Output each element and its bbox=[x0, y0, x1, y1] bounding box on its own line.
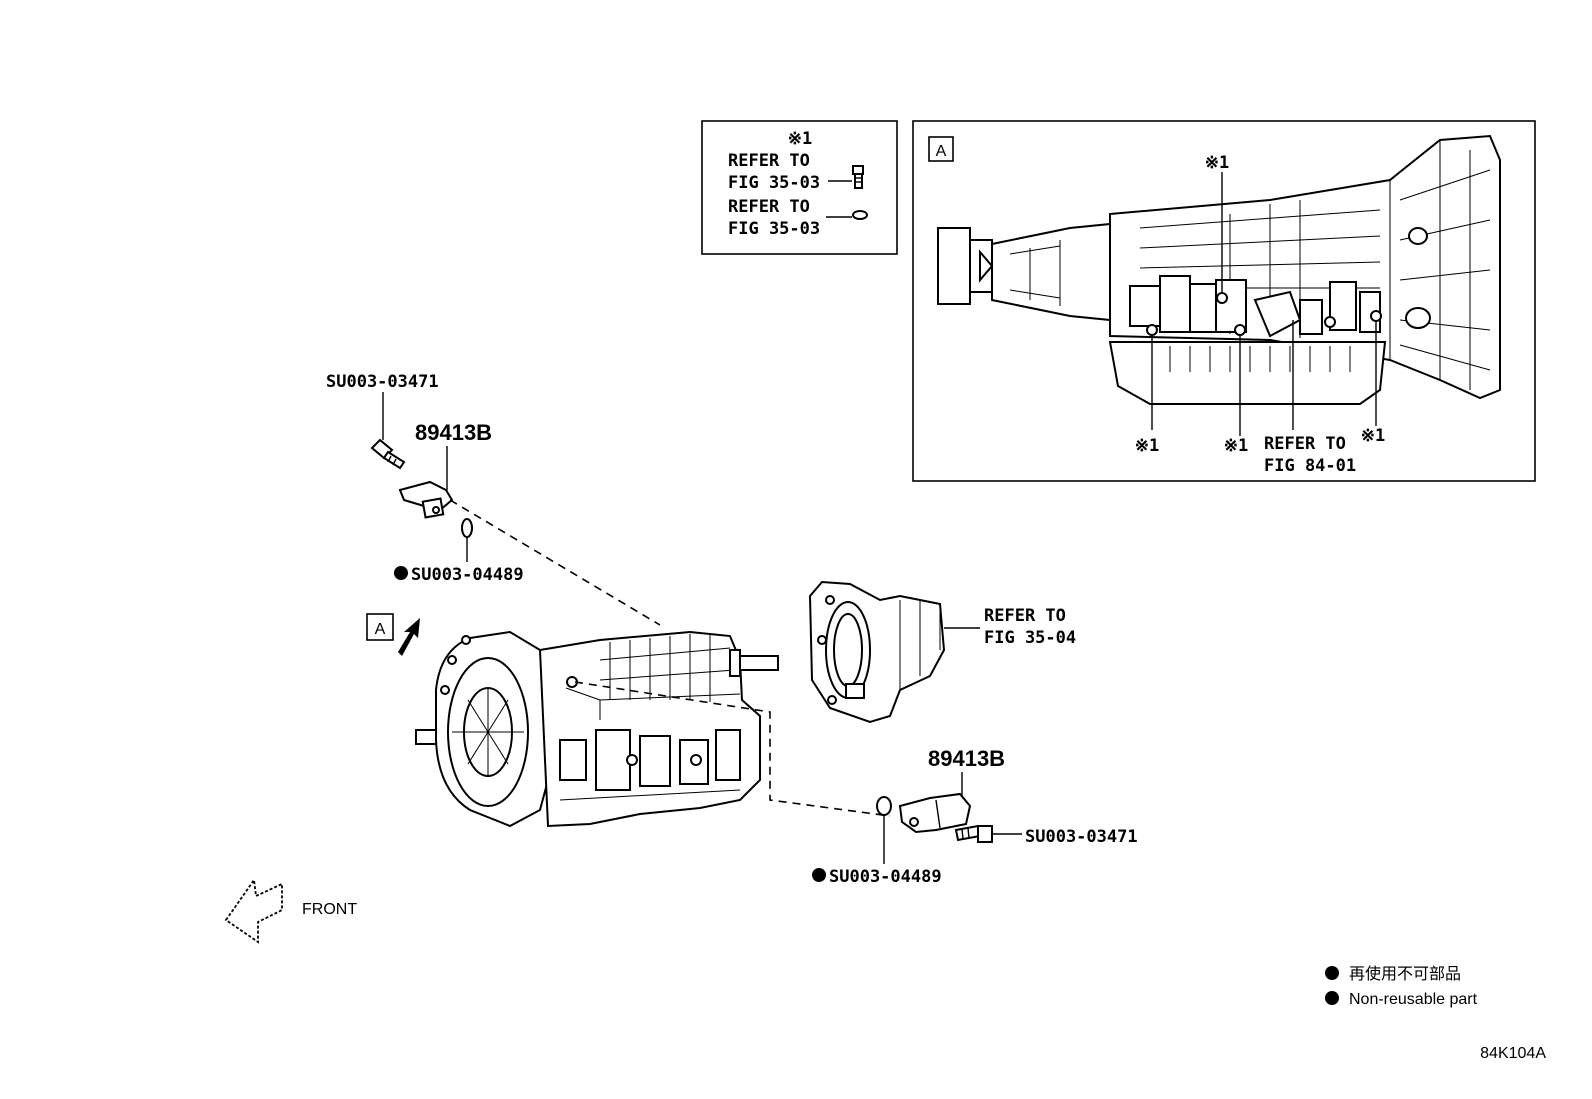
speed-sensor-top-icon bbox=[398, 480, 454, 519]
view-a-letter: A bbox=[375, 621, 386, 638]
speed-sensor-bottom-icon bbox=[898, 792, 972, 834]
legend-ref1-line2: FIG 35-03 bbox=[728, 173, 820, 193]
inset-ref-line2: FIG 84-01 bbox=[1264, 456, 1356, 476]
inset-mark-top: ※1 bbox=[1205, 153, 1229, 173]
sensor-bottom-label: 89413B bbox=[928, 746, 1005, 771]
inset-legend-box: ※1 REFER TO FIG 35-03 REFER TO FIG 35-03 bbox=[701, 120, 898, 255]
front-direction: FRONT bbox=[224, 877, 357, 944]
o-ring-icon bbox=[852, 210, 868, 220]
housing-ref-line1: REFER TO bbox=[984, 606, 1066, 626]
inset-view-letter: A bbox=[936, 143, 947, 160]
bolt-top-label: SU003-03471 bbox=[326, 372, 439, 392]
automatic-transmission-assembly bbox=[415, 630, 779, 828]
legend-ref2-line2: FIG 35-03 bbox=[728, 219, 820, 239]
legend-mark: ※1 bbox=[788, 129, 812, 149]
bolt-bottom-icon bbox=[954, 824, 993, 843]
inset-view-a: A bbox=[912, 120, 1536, 482]
view-arrow-icon bbox=[398, 618, 420, 656]
bolt-top-icon bbox=[370, 438, 406, 470]
bottom-sensor-group: 89413B SU003-03471 SU003-04489 bbox=[812, 746, 1138, 887]
non-reusable-mark-icon bbox=[812, 868, 826, 882]
inset-mark-right: ※1 bbox=[1361, 426, 1385, 446]
transmission-side-view bbox=[937, 134, 1501, 405]
extension-housing: REFER TO FIG 35-04 bbox=[808, 580, 1076, 724]
bolt-bottom-label: SU003-03471 bbox=[1025, 827, 1138, 847]
non-reusable-dot-icon bbox=[1325, 966, 1339, 980]
housing-ref-line2: FIG 35-04 bbox=[984, 628, 1076, 648]
legend: 再使用不可部品 Non-reusable part bbox=[1325, 965, 1478, 1008]
oring-top-label: SU003-04489 bbox=[411, 565, 524, 585]
diagram-code: 84K104A bbox=[1480, 1045, 1546, 1062]
legend-ref2-line1: REFER TO bbox=[728, 197, 810, 217]
inset-mark-left: ※1 bbox=[1135, 436, 1159, 456]
inset-ref-line1: REFER TO bbox=[1264, 434, 1346, 454]
o-ring-bottom-icon bbox=[876, 796, 892, 816]
non-reusable-dot-icon bbox=[1325, 991, 1339, 1005]
front-arrow-icon bbox=[224, 877, 283, 944]
front-label: FRONT bbox=[302, 901, 357, 918]
view-a-indicator: A bbox=[366, 613, 420, 656]
sensor-top-label: 89413B bbox=[415, 420, 492, 445]
bolt-icon bbox=[852, 165, 864, 189]
oring-bottom-label: SU003-04489 bbox=[829, 867, 942, 887]
non-reusable-mark-icon bbox=[394, 566, 408, 580]
inset-mark-mid: ※1 bbox=[1224, 436, 1248, 456]
legend-jp: 再使用不可部品 bbox=[1349, 965, 1461, 983]
top-sensor-group: SU003-03471 89413B SU003-04489 bbox=[326, 372, 524, 585]
legend-en: Non-reusable part bbox=[1349, 991, 1478, 1008]
o-ring-top-icon bbox=[461, 518, 473, 538]
legend-ref1-line1: REFER TO bbox=[728, 151, 810, 171]
